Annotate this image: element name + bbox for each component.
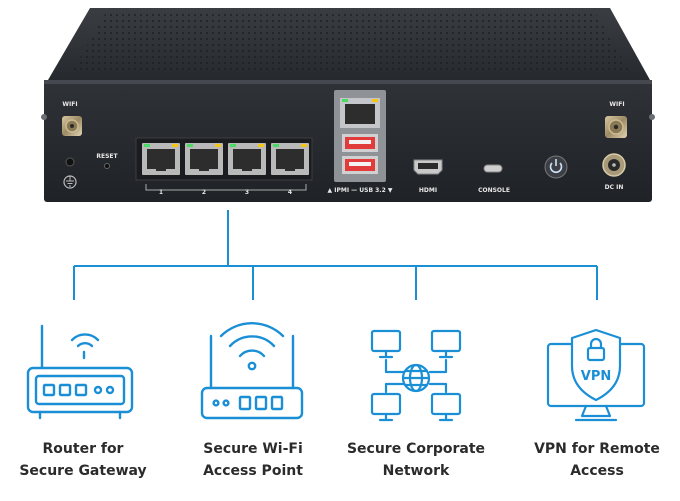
label-reset: RESET: [96, 153, 118, 160]
connection-tree: [73, 210, 598, 300]
label-hdmi: HDMI: [419, 187, 437, 194]
vent-grille: [72, 14, 630, 72]
caption-router: Router for Secure Gateway: [8, 438, 158, 482]
label-port-4: 4: [288, 189, 292, 196]
console-port[interactable]: [483, 164, 503, 173]
label-wifi-right: WIFI: [609, 101, 624, 108]
label-dc-in: DC IN: [605, 184, 624, 191]
ethernet-port-4[interactable]: [271, 143, 309, 175]
reset-button[interactable]: [104, 163, 110, 169]
wifi-antenna-connector-left[interactable]: [62, 116, 82, 136]
caption-vpn-line2: Access: [570, 463, 624, 479]
vpn-badge-text: VPN: [581, 369, 611, 384]
caption-vpn-line1: VPN for Remote: [534, 441, 660, 457]
hdmi-port[interactable]: [413, 159, 443, 175]
ipmi-port[interactable]: [340, 98, 380, 128]
audio-jack[interactable]: [65, 157, 75, 167]
power-button[interactable]: [544, 155, 568, 179]
ethernet-port-3[interactable]: [228, 143, 266, 175]
label-port-2: 2: [202, 189, 206, 196]
ethernet-port-2[interactable]: [185, 143, 223, 175]
router-icon: [26, 324, 134, 420]
caption-router-line2: Secure Gateway: [19, 463, 147, 479]
caption-wifi-ap-line2: Access Point: [203, 463, 303, 479]
wifi-access-point-icon: [200, 322, 304, 420]
caption-corporate-network-line2: Network: [382, 463, 450, 479]
screw-icon: [41, 114, 47, 120]
usb-port-lower[interactable]: [342, 156, 378, 174]
caption-wifi-ap: Secure Wi-Fi Access Point: [178, 438, 328, 482]
label-console: CONSOLE: [478, 187, 510, 194]
caption-corporate-network: Secure Corporate Network: [341, 438, 491, 482]
screw-icon: [649, 114, 655, 120]
caption-vpn: VPN for Remote Access: [522, 438, 672, 482]
usb-port-upper[interactable]: [342, 134, 378, 152]
label-port-3: 3: [245, 189, 249, 196]
network-appliance: WIFI RESET: [41, 8, 655, 202]
wifi-antenna-connector-right[interactable]: [605, 116, 627, 138]
label-port-1: 1: [159, 189, 163, 196]
corporate-network-icon: [370, 329, 462, 422]
ethernet-port-1[interactable]: [142, 143, 180, 175]
caption-corporate-network-line1: Secure Corporate: [346, 441, 486, 457]
caption-wifi-ap-line1: Secure Wi-Fi: [203, 441, 303, 457]
label-wifi-left: WIFI: [62, 101, 77, 108]
dc-in-port[interactable]: [602, 153, 626, 177]
ground-icon: [63, 175, 77, 189]
caption-router-line1: Router for: [42, 441, 124, 457]
vpn-monitor-icon: [546, 328, 646, 422]
label-ipmi-usb: ▲ IPMI — USB 3.2 ▼: [328, 187, 393, 194]
